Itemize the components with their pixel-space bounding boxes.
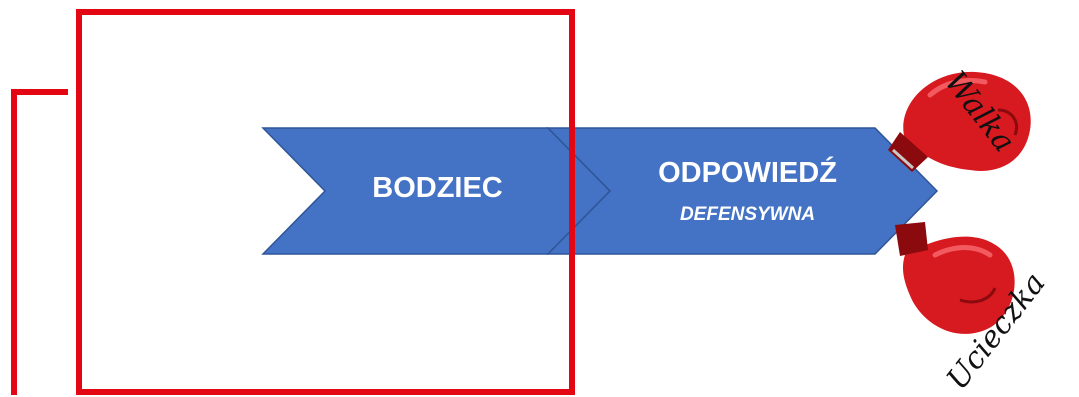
boxing-glove-icon (888, 71, 1031, 172)
response-subtitle: DEFENSYWNA (679, 204, 816, 225)
highlight-bracket (11, 89, 68, 395)
stimulus-label: BODZIEC (372, 172, 503, 204)
response-chevron (546, 127, 939, 255)
response-title: ODPOWIEDŹ (658, 157, 837, 189)
highlight-box (76, 9, 575, 395)
boxing-glove-icon (895, 222, 1015, 334)
